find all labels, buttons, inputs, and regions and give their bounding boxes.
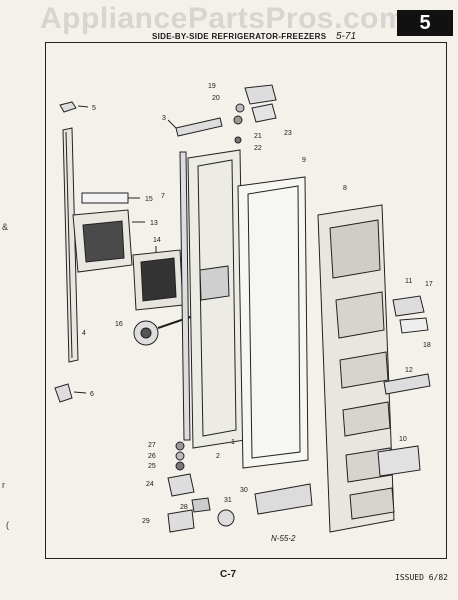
- page-number-badge: 5: [397, 10, 453, 36]
- callout-18: 18: [423, 342, 431, 349]
- callout-31: 31: [224, 497, 232, 504]
- watermark: AppliancePartsPros.com: [40, 2, 407, 35]
- callout-12: 12: [405, 367, 413, 374]
- callout-5: 5: [92, 105, 96, 112]
- callout-1: 1: [231, 439, 235, 446]
- part-shelf-retainer: [383, 373, 431, 395]
- callout-2: 2: [216, 453, 220, 460]
- part-door-panel: [187, 149, 246, 449]
- issued-date: ISSUED 6/82: [395, 573, 448, 582]
- callout-30: 30: [240, 487, 248, 494]
- part-nameplate: [81, 192, 129, 204]
- part-top-clip: [59, 101, 89, 113]
- part-inner-door-liner: [317, 204, 395, 533]
- callout-29: 29: [142, 518, 150, 525]
- callout-8: 8: [343, 185, 347, 192]
- handwritten-code: 5-71: [336, 31, 357, 42]
- callout-28: 28: [180, 504, 188, 511]
- callout-26: 26: [148, 453, 156, 460]
- callout-11: 11: [405, 278, 412, 285]
- edge-mark-2: r: [2, 480, 5, 490]
- callout-22: 22: [254, 145, 262, 152]
- callout-7: 7: [161, 193, 165, 200]
- callout-13: 13: [150, 220, 158, 227]
- callout-23: 23: [284, 130, 292, 137]
- part-dispenser-panel: [132, 246, 184, 311]
- callout-15: 15: [145, 196, 153, 203]
- diagram-reference: N-55-2: [271, 534, 296, 543]
- part-ice-bin: [392, 295, 429, 334]
- callout-27: 27: [148, 442, 156, 449]
- part-hinge-hardware: [233, 84, 277, 144]
- callout-4: 4: [82, 330, 86, 337]
- callout-labels: 1 2 3 4 5 6 7 8 9 10 11 12 13 14 15 16 1…: [82, 83, 433, 525]
- callout-19: 19: [208, 83, 216, 90]
- part-dispenser-housing: [72, 209, 145, 273]
- part-bottom-clip: [54, 383, 87, 403]
- callout-20: 20: [212, 95, 220, 102]
- callout-16: 16: [115, 321, 123, 328]
- part-door-liner-strip: [179, 151, 191, 441]
- diagram-frame: [45, 42, 447, 559]
- callout-24: 24: [146, 481, 154, 488]
- part-bottom-bin: [377, 445, 421, 477]
- part-top-hinge: [175, 117, 223, 137]
- callout-3: 3: [162, 115, 166, 122]
- callout-21: 21: [254, 133, 262, 140]
- part-kick-plate: [254, 483, 313, 515]
- part-door-strip: [62, 127, 79, 363]
- edge-mark-3: (: [6, 520, 9, 530]
- edge-mark-1: &: [2, 222, 9, 232]
- part-lower-hinge: [167, 441, 235, 533]
- callout-10: 10: [399, 436, 407, 443]
- diagram-title: SIDE-BY-SIDE REFRIGERATOR-FREEZERS: [152, 32, 327, 41]
- callout-9: 9: [302, 157, 306, 164]
- callout-17: 17: [425, 281, 433, 288]
- callout-25: 25: [148, 463, 156, 470]
- page-code: C-7: [220, 569, 237, 580]
- callout-14: 14: [153, 237, 161, 244]
- part-door-gasket: [237, 176, 309, 469]
- callout-6: 6: [90, 391, 94, 398]
